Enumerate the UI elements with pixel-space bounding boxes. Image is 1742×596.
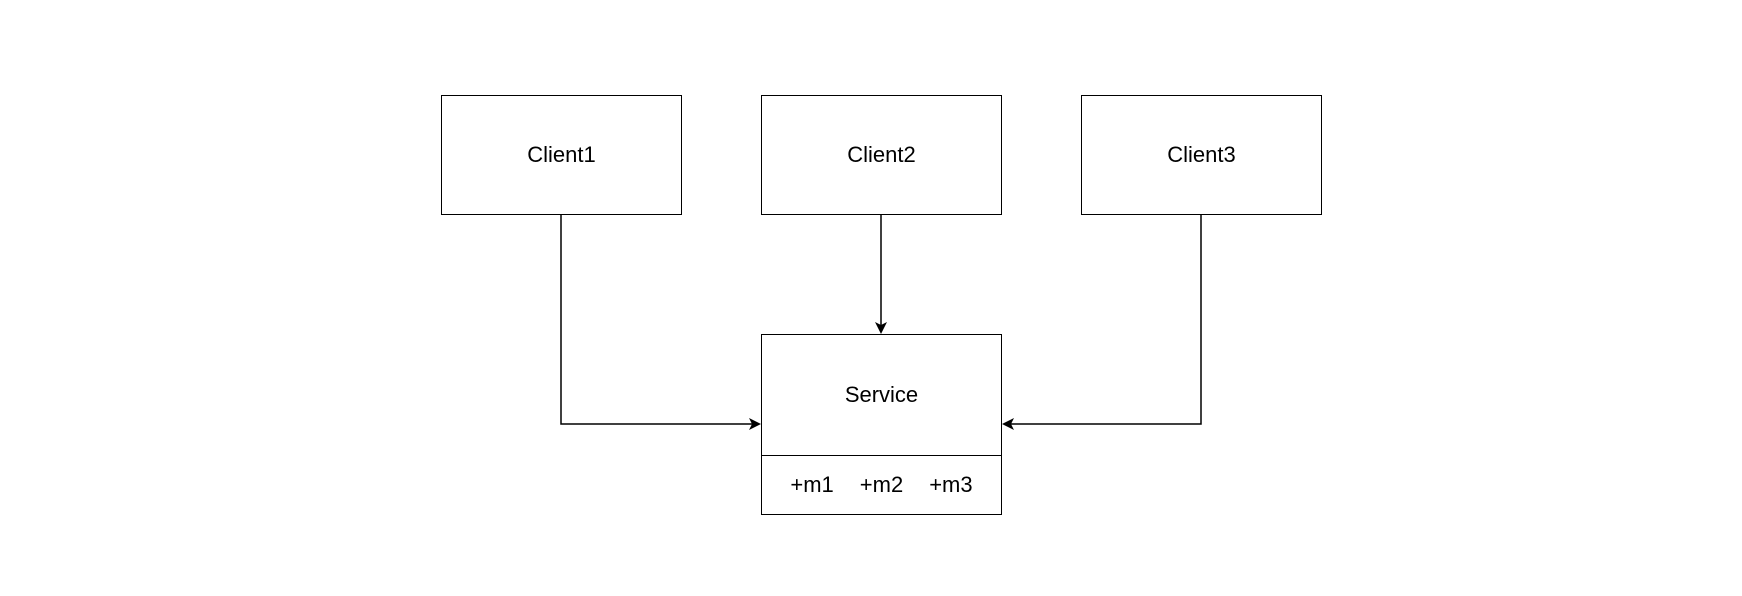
service-methods-compartment: +m1 +m2 +m3 bbox=[762, 456, 1001, 513]
client1-label: Client1 bbox=[527, 142, 596, 167]
client2-label: Client2 bbox=[847, 142, 916, 167]
service-class-box[interactable]: Service +m1 +m2 +m3 bbox=[761, 334, 1002, 515]
service-label: Service bbox=[844, 382, 919, 407]
client1-to-service-connector bbox=[560, 215, 761, 430]
client3-label: Client3 bbox=[1167, 142, 1236, 167]
client3-to-service-connector bbox=[1002, 215, 1202, 430]
client2-box[interactable]: Client2 bbox=[761, 95, 1002, 215]
service-name-compartment: Service bbox=[762, 335, 1001, 456]
client1-box[interactable]: Client1 bbox=[441, 95, 682, 215]
method-m1: +m1 bbox=[790, 471, 834, 497]
method-m2: +m2 bbox=[859, 471, 904, 497]
client3-box[interactable]: Client3 bbox=[1081, 95, 1322, 215]
method-m3: +m3 bbox=[929, 471, 973, 497]
